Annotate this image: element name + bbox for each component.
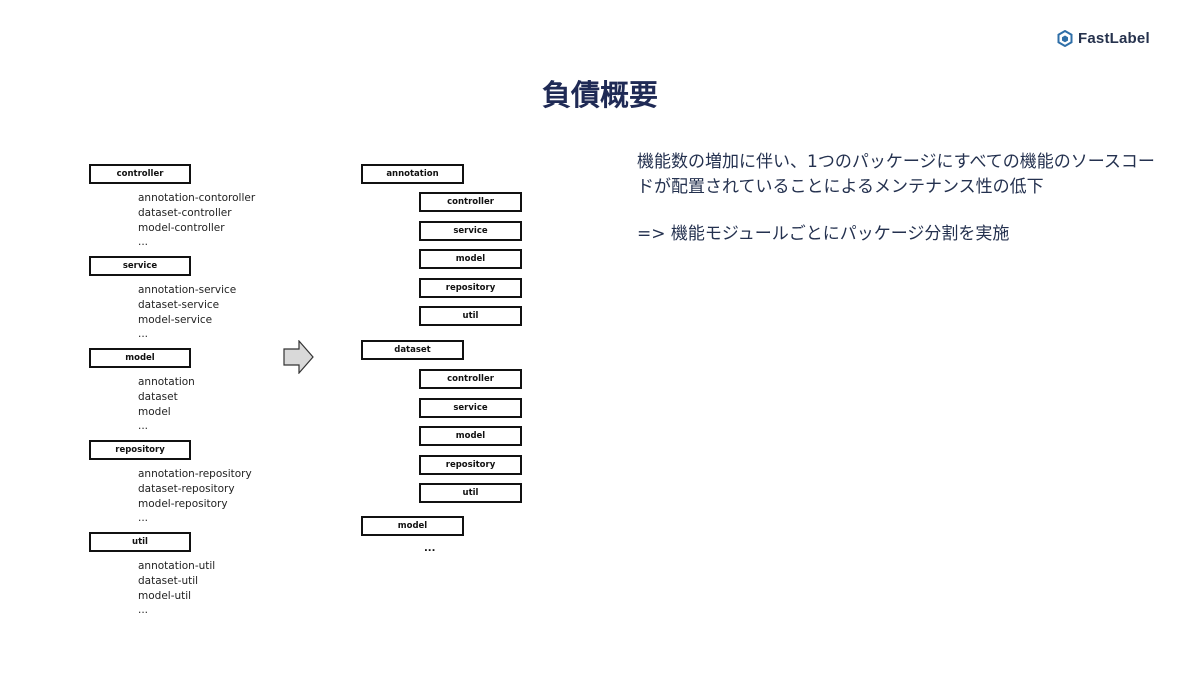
list-item: model — [138, 405, 171, 418]
after-more-ellipsis: ... — [424, 543, 436, 554]
problem-statement: 機能数の増加に伴い、1つのパッケージにすべての機能のソースコードが配置されている… — [637, 152, 1155, 197]
list-item: ... — [138, 328, 149, 341]
list-item: model-util — [138, 589, 192, 602]
list-item: model-controller — [138, 221, 225, 234]
after-package-dataset-repository: repository — [419, 455, 522, 475]
before-list-repository: annotation-repository dataset-repository… — [138, 467, 252, 526]
before-package-util: util — [89, 532, 191, 552]
list-item: annotation-util — [138, 560, 216, 572]
before-list-controller: annotation-contoroller dataset-controlle… — [138, 191, 255, 250]
list-item: annotation-contoroller — [138, 192, 256, 204]
after-package-dataset-service: service — [419, 398, 522, 418]
after-module-annotation: annotation — [361, 164, 464, 184]
list-item: dataset-service — [138, 298, 220, 311]
page-title: 負債概要 — [541, 78, 658, 112]
after-package-dataset-model: model — [419, 426, 522, 446]
list-item: ... — [138, 604, 149, 617]
after-package-dataset-util: util — [419, 483, 522, 503]
before-package-controller: controller — [89, 164, 191, 184]
after-package-annotation-model: model — [419, 249, 522, 269]
before-package-repository: repository — [89, 440, 191, 460]
logo-text: FastLabel — [1078, 30, 1150, 47]
list-item: ... — [138, 420, 149, 433]
after-package-annotation-controller: controller — [419, 192, 522, 212]
after-package-annotation-repository: repository — [419, 278, 522, 298]
after-package-dataset-controller: controller — [419, 369, 522, 389]
right-arrow-icon — [283, 340, 314, 374]
after-module-model: model — [361, 516, 464, 536]
before-list-util: annotation-util dataset-util model-util … — [138, 559, 215, 618]
before-list-service: annotation-service dataset-service model… — [138, 283, 236, 342]
action-statement: => 機能モジュールごとにパッケージ分割を実施 — [637, 224, 1010, 244]
list-item: dataset — [138, 390, 178, 403]
list-item: annotation-service — [138, 284, 237, 296]
list-item: ... — [138, 512, 149, 525]
before-package-service: service — [89, 256, 191, 276]
brand-logo: FastLabel — [1057, 30, 1150, 47]
hexagon-logo-icon — [1057, 30, 1073, 47]
list-item: model-repository — [138, 497, 228, 510]
list-item: dataset-controller — [138, 206, 232, 219]
after-module-dataset: dataset — [361, 340, 464, 360]
after-package-annotation-service: service — [419, 221, 522, 241]
description: 機能数の増加に伴い、1つのパッケージにすべての機能のソースコードが配置されている… — [637, 150, 1157, 247]
list-item: dataset-util — [138, 574, 199, 587]
list-item: model-service — [138, 313, 213, 326]
list-item: dataset-repository — [138, 482, 235, 495]
after-package-annotation-util: util — [419, 306, 522, 326]
before-list-model: annotation dataset model ... — [138, 375, 195, 434]
list-item: annotation — [138, 376, 195, 388]
before-package-model: model — [89, 348, 191, 368]
list-item: annotation-repository — [138, 468, 252, 480]
list-item: ... — [138, 236, 149, 249]
